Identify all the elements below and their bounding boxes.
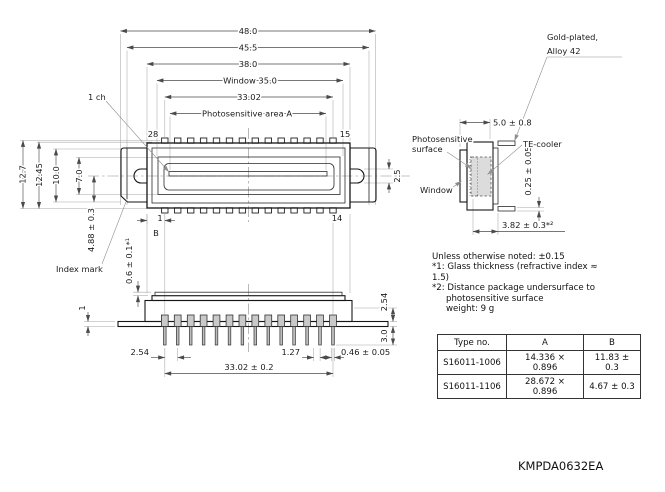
type-no-cell: S16011-1106 <box>437 374 507 399</box>
left-tab <box>120 147 147 203</box>
top-pin-stubs <box>161 137 337 214</box>
dim-detail-lead: 5.0 ± 0.8 <box>493 118 532 128</box>
side-view <box>117 291 389 346</box>
channel-leader <box>105 100 170 173</box>
table-row: S16011-1106 28.672 × 0.896 4.67 ± 0.3 <box>437 374 641 399</box>
note-tolerance: Unless otherwise noted: ±0.15 <box>432 252 565 262</box>
dim-overall-width: 48.0 <box>239 26 257 36</box>
dim-glass-step: 0.6 ± 0.1*¹ <box>124 238 134 284</box>
detail-view <box>459 140 516 212</box>
col-a: A <box>506 334 584 351</box>
dim-standoff: 0.25 ± 0.05 <box>523 146 533 195</box>
photosensitive-label-1: Photosensitive <box>412 134 473 144</box>
window-leader <box>448 180 462 191</box>
package-body <box>146 142 351 209</box>
dim-height-window: 7.0 <box>74 169 84 182</box>
note-glass-1: *1: Glass thickness (refractive index ≈ <box>432 262 598 273</box>
te-cooler-leader <box>487 144 523 175</box>
type-no-cell: S16011-1006 <box>437 350 507 375</box>
dim-pin-pitch: 2.54 <box>131 347 149 357</box>
document-number: KMPDA0632EA <box>518 459 604 473</box>
pin-28-label: 28 <box>148 129 159 139</box>
detail-window-plate <box>459 149 468 203</box>
index-mark-label: Index mark <box>56 264 103 274</box>
note-weight: weight: 9 g <box>446 304 495 315</box>
right-tab-notch <box>350 168 365 184</box>
note-distance-1: *2: Distance package undersurface to <box>432 283 595 294</box>
window-outline <box>157 156 341 195</box>
te-cooler-label: TE-cooler <box>522 139 562 149</box>
dim-body-height: 2.54 <box>379 293 389 311</box>
pin-14-label: 14 <box>332 213 343 223</box>
detail-base-plate <box>492 147 499 205</box>
left-tab-notch <box>133 168 147 184</box>
dim-height-tab: 10.0 <box>51 166 61 184</box>
pin-1-label: 1 <box>157 213 162 223</box>
dim-b-label: B <box>153 228 159 238</box>
b-cell: 4.67 ± 0.3 <box>583 374 641 399</box>
dim-notch: 2.5 <box>392 169 402 182</box>
dim-height-frame: 12.45 <box>34 163 44 187</box>
dim-flange-thickness: 1 <box>77 305 87 310</box>
gold-plated-label-1: Gold-plated, <box>547 32 598 42</box>
window-inner <box>163 163 335 191</box>
photosensitive-surface-line <box>469 156 478 197</box>
type-table: Type no. A B S16011-1006 14.336 × 0.896 … <box>437 334 641 399</box>
dimension-lines <box>20 28 565 376</box>
index-mark-leader <box>101 200 127 265</box>
dim-height-overall: 12.7 <box>18 165 28 183</box>
dim-undersurface: 3.82 ± 0.3*² <box>502 220 553 230</box>
dim-window-width: Window 35.0 <box>223 76 277 86</box>
a-cell: 28.672 × 0.896 <box>506 374 584 399</box>
package-rim <box>151 147 346 204</box>
dim-body-width: 38.0 <box>239 59 257 69</box>
b-cell: 11.83 ± 0.3 <box>583 350 641 375</box>
dim-center-offset: 4.88 ± 0.3 <box>86 208 96 252</box>
detail-top-lead <box>497 140 516 146</box>
top-view <box>120 137 377 214</box>
centerlines <box>88 128 410 352</box>
col-b: B <box>583 334 641 351</box>
table-row: S16011-1006 14.336 × 0.896 11.83 ± 0.3 <box>437 350 641 375</box>
dim-lead-length: 3.0 <box>379 329 389 342</box>
dim-lead-frame-width: 45.5 <box>239 43 257 53</box>
right-tab <box>350 147 377 203</box>
photosensitive-strip <box>168 171 328 177</box>
dim-pin-span: 33.02 <box>237 92 261 102</box>
table-header-row: Type no. A B <box>437 334 641 351</box>
leader-lines <box>101 56 622 265</box>
window-label: Window <box>420 185 453 195</box>
dim-side-pin-span: 33.02 ± 0.2 <box>224 362 273 372</box>
photosensitive-label-2: surface <box>412 144 443 154</box>
pin-15-label: 15 <box>340 129 351 139</box>
channel-label: 1 ch <box>88 92 106 102</box>
te-cooler-block <box>470 156 492 197</box>
note-distance-2: photosensitive surface <box>446 293 544 304</box>
side-pins <box>161 314 337 346</box>
drawing-text: 48.0 45.5 38.0 Window 35.0 33.02 Photose… <box>16 25 600 374</box>
dim-half-pitch: 1.27 <box>282 347 300 357</box>
note-glass-2: 1.5) <box>432 272 450 283</box>
side-glass <box>154 291 343 297</box>
dim-photo-area: Photosensitive area A <box>202 109 292 119</box>
notes-block: Unless otherwise noted: ±0.15 *1: Glass … <box>432 252 665 314</box>
gold-plated-label-2: Alloy 42 <box>547 46 580 56</box>
gold-leader <box>514 56 548 142</box>
a-cell: 14.336 × 0.896 <box>506 350 584 375</box>
photosensitive-leader <box>446 151 472 169</box>
detail-bottom-lead <box>497 206 516 212</box>
col-type-no: Type no. <box>437 334 507 351</box>
dim-lead-width: 0.46 ± 0.05 <box>341 347 390 357</box>
